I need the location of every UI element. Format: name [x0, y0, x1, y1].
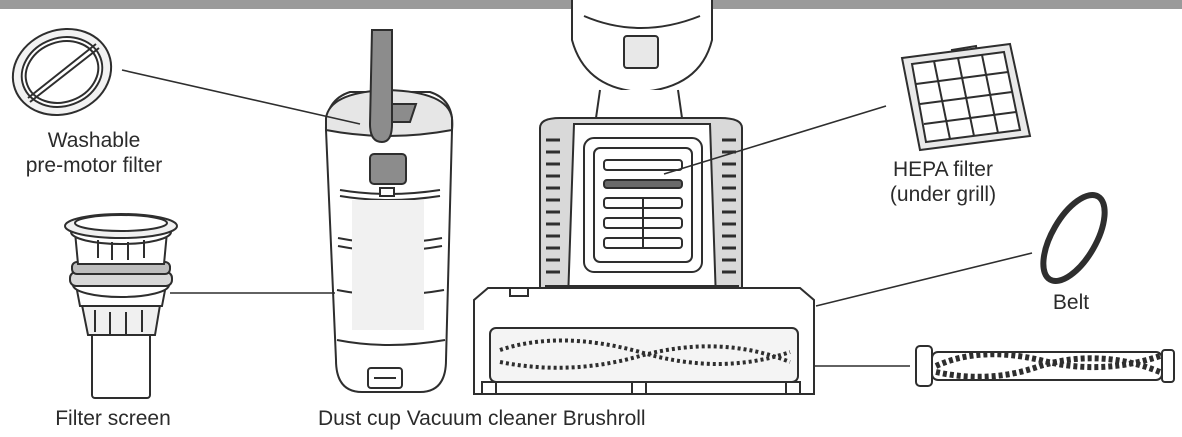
vacuum-cleaner-drawing	[473, 0, 815, 395]
pre-motor-filter-drawing	[11, 27, 113, 117]
dust-cup-drawing	[324, 29, 454, 393]
label-washable-line1: Washable	[47, 129, 141, 152]
label-filter-screen: Filter screen	[55, 407, 171, 430]
belt-drawing	[1040, 192, 1108, 284]
hepa-filter-drawing	[900, 42, 1032, 152]
leader-lines	[121, 69, 1033, 367]
label-hepa-line2: (under grill)	[889, 183, 997, 206]
label-bottom-caption: Dust cup Vacuum cleaner Brushroll	[318, 407, 646, 430]
brushroll-drawing	[915, 345, 1175, 387]
leader-belt	[815, 252, 1033, 307]
label-washable-filter: Washable pre-motor filter	[8, 128, 180, 178]
label-washable-line2: pre-motor filter	[25, 154, 163, 177]
leader-washable-filter	[121, 69, 361, 125]
leader-hepa-filter	[663, 105, 887, 175]
label-hepa-filter: HEPA filter (under grill)	[868, 157, 1018, 207]
label-hepa-line1: HEPA filter	[893, 158, 993, 181]
filter-screen-drawing	[64, 213, 178, 399]
label-belt: Belt	[1052, 291, 1090, 314]
